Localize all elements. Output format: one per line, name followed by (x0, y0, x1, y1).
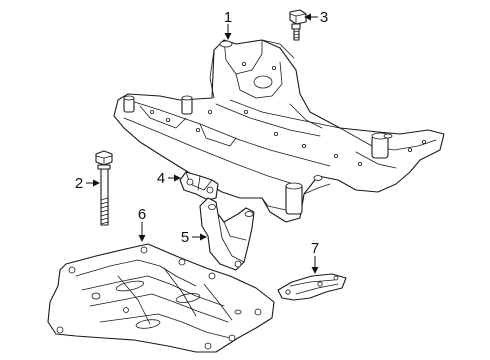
callout-3: 3 (320, 9, 328, 26)
callout-1: 1 (224, 9, 232, 26)
callout-7: 7 (311, 240, 319, 257)
bolt-part-2[interactable] (95, 150, 113, 226)
callout-4: 4 (157, 170, 165, 187)
leader-lines (86, 13, 319, 274)
bracket-part-4[interactable] (179, 171, 219, 201)
bolt-part-3[interactable] (289, 9, 307, 41)
small-shield-part-7[interactable] (277, 273, 347, 301)
callout-6: 6 (138, 206, 146, 223)
callout-2: 2 (75, 175, 83, 192)
subframe-part-1[interactable] (113, 39, 445, 223)
callout-5: 5 (181, 229, 189, 246)
mount-bracket-part-5[interactable] (199, 197, 255, 271)
splash-shield-part-6[interactable] (47, 243, 275, 353)
